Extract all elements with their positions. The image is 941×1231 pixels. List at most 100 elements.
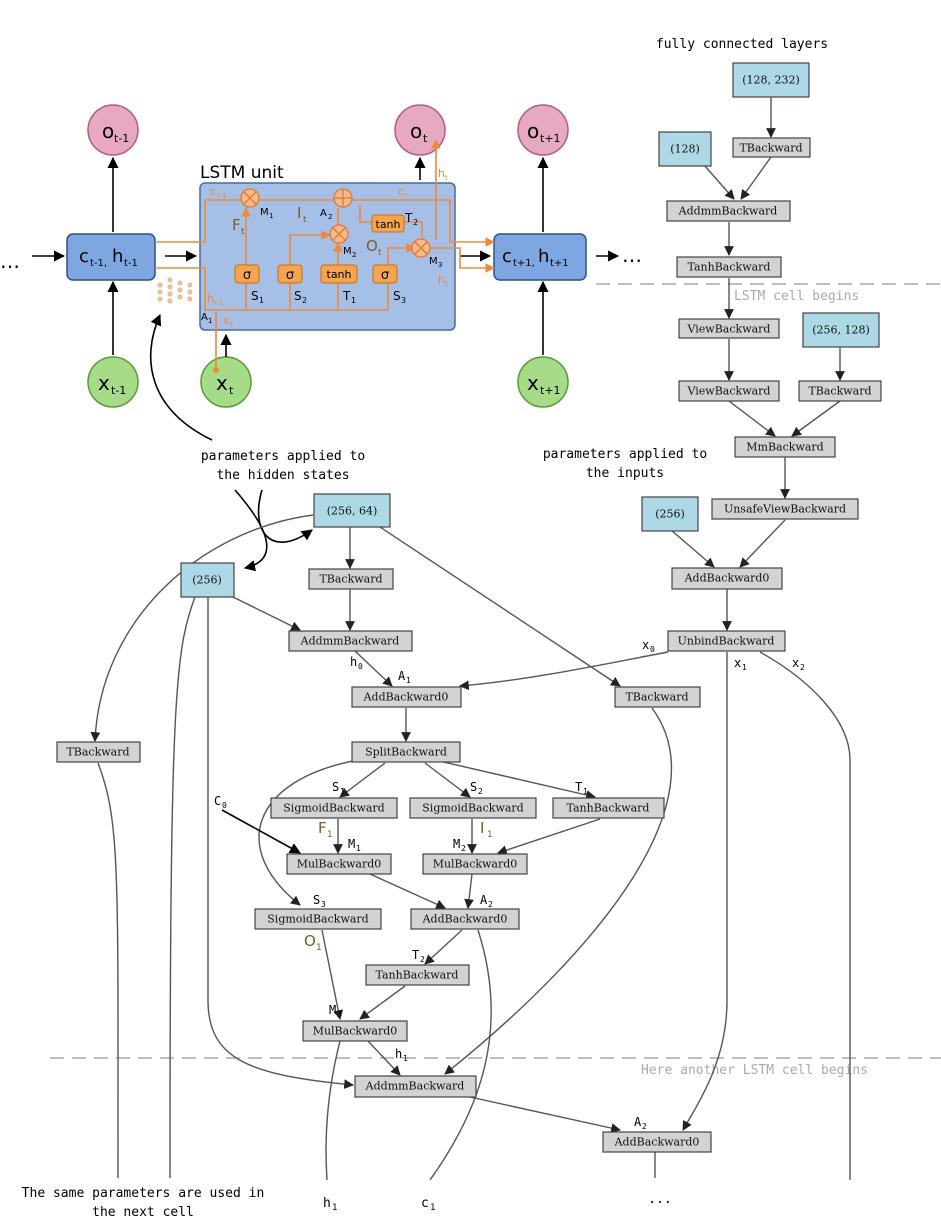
node-param-256-128: (256, 128) bbox=[802, 312, 880, 348]
node-addmm-next-label: AddmmBackward bbox=[365, 1080, 465, 1093]
svg-text:3: 3 bbox=[438, 261, 442, 269]
caption-bottom-c1: c 1 bbox=[421, 1196, 435, 1213]
svg-text:A: A bbox=[201, 312, 208, 323]
svg-text:1: 1 bbox=[269, 212, 273, 220]
node-mul-m1-label: MulBackward0 bbox=[297, 858, 382, 871]
input-next-circle: x t+1 bbox=[517, 356, 569, 408]
node-addmm-next: AddmmBackward bbox=[354, 1075, 477, 1098]
output-prev-sub: t-1 bbox=[114, 132, 129, 145]
svg-text:F: F bbox=[232, 216, 241, 234]
svg-text:F: F bbox=[318, 819, 327, 837]
node-mul-m3: MulBackward0 bbox=[302, 1020, 408, 1042]
node-param-256-64-label: (256, 64) bbox=[327, 505, 378, 518]
svg-text:1: 1 bbox=[487, 830, 493, 840]
arrow-params-to-256-64 bbox=[257, 489, 313, 543]
bottom-h1-label: h bbox=[323, 1196, 331, 1211]
node-sig-s2-label: SigmoidBackward bbox=[422, 802, 523, 815]
svg-text:1: 1 bbox=[316, 943, 322, 953]
node-addbackward-in: AddBackward0 bbox=[671, 567, 783, 590]
node-mm: MmBackward bbox=[734, 436, 836, 458]
node-mul-m3-label: MulBackward0 bbox=[313, 1025, 398, 1038]
output-prev-circle: o t-1 bbox=[87, 104, 139, 156]
svg-text:1: 1 bbox=[340, 787, 345, 796]
svg-text:2: 2 bbox=[642, 1122, 647, 1131]
gate-s3-label: σ bbox=[381, 268, 389, 283]
node-unsafeview: UnsafeViewBackward bbox=[711, 498, 859, 520]
node-mul-m2: MulBackward0 bbox=[422, 853, 528, 875]
node-tbackward-h: TBackward bbox=[308, 568, 394, 590]
node-add-a2: AddBackward0 bbox=[410, 908, 520, 930]
svg-text:2: 2 bbox=[488, 900, 493, 909]
svg-text:I: I bbox=[480, 819, 484, 837]
svg-text:1: 1 bbox=[332, 1203, 337, 1213]
svg-text:2: 2 bbox=[302, 296, 307, 305]
caption-same-params-1: The same parameters are used in bbox=[22, 1186, 265, 1201]
node-add-next: AddBackward0 bbox=[602, 1131, 712, 1153]
svg-text:0: 0 bbox=[650, 645, 655, 654]
node-view2: ViewBackward bbox=[678, 380, 780, 402]
svg-text:t: t bbox=[241, 227, 245, 237]
svg-text:M: M bbox=[453, 837, 460, 851]
m3-node bbox=[411, 238, 431, 258]
node-tbackward-left-label: TBackward bbox=[66, 746, 129, 759]
node-addmm-h: AddmmBackward bbox=[288, 630, 413, 652]
node-view1: ViewBackward bbox=[678, 318, 780, 339]
hidden-state-line bbox=[155, 267, 389, 311]
tanh2-to-m3 bbox=[402, 221, 423, 238]
cell-next-h: h bbox=[538, 246, 549, 267]
node-param-128-232-label: (128, 232) bbox=[742, 74, 800, 87]
node-sig-s2: SigmoidBackward bbox=[409, 797, 537, 819]
svg-text:c: c bbox=[398, 185, 404, 198]
input-prev-circle: x t-1 bbox=[87, 356, 139, 408]
svg-text:S: S bbox=[313, 893, 320, 907]
node-tbackward-right-label: TBackward bbox=[625, 691, 688, 704]
gate-s2: σ bbox=[277, 264, 303, 284]
svg-text:S: S bbox=[251, 289, 259, 303]
node-tanh-t1: TanhBackward bbox=[552, 797, 665, 819]
cell-prev-h: h bbox=[112, 246, 123, 267]
cell-state-line bbox=[155, 199, 495, 247]
cell-prev-c-sub: t-1, bbox=[90, 258, 107, 269]
node-addmm-h-label: AddmmBackward bbox=[300, 635, 400, 648]
node-param-128: (128) bbox=[658, 131, 712, 167]
node-tanh-t2: TanhBackward bbox=[365, 964, 470, 986]
svg-text:M: M bbox=[343, 246, 352, 257]
input-prev-label: x bbox=[98, 371, 110, 395]
node-unsafeview-label: UnsafeViewBackward bbox=[724, 503, 846, 516]
node-tanh-t1-label: TanhBackward bbox=[567, 802, 650, 815]
gate-t1: tanh bbox=[320, 264, 358, 284]
caption-bottom-h1: h 1 bbox=[323, 1196, 337, 1213]
svg-text:1: 1 bbox=[208, 317, 212, 325]
svg-text:A: A bbox=[480, 893, 488, 907]
node-sig-s1: SigmoidBackward bbox=[270, 797, 398, 819]
svg-text:T: T bbox=[575, 780, 582, 794]
svg-text:1: 1 bbox=[742, 663, 747, 672]
gate-s1-label: σ bbox=[243, 268, 251, 283]
svg-text:2: 2 bbox=[461, 844, 466, 853]
node-tbackward-fc-label: TBackward bbox=[739, 142, 802, 155]
svg-text:T: T bbox=[412, 948, 419, 962]
svg-text:A: A bbox=[634, 1115, 642, 1129]
neural-net-icon bbox=[157, 277, 193, 304]
node-param-256-64: (256, 64) bbox=[313, 493, 391, 528]
svg-text:M: M bbox=[429, 256, 438, 267]
svg-text:T: T bbox=[404, 211, 413, 225]
svg-text:c: c bbox=[210, 185, 216, 198]
svg-text:O: O bbox=[304, 932, 316, 950]
svg-text:3: 3 bbox=[337, 1010, 342, 1019]
svg-text:I: I bbox=[297, 204, 301, 222]
gate-t1-label: tanh bbox=[327, 268, 352, 281]
gate-t2-label: tanh bbox=[376, 218, 401, 231]
svg-text:S: S bbox=[393, 289, 401, 303]
m1-node bbox=[240, 188, 260, 208]
a2-node bbox=[333, 188, 353, 208]
svg-text:1: 1 bbox=[327, 830, 333, 840]
node-unbind: UnbindBackward bbox=[667, 630, 786, 652]
svg-text:x: x bbox=[642, 638, 649, 652]
input-t-label: x bbox=[216, 371, 228, 395]
svg-text:t: t bbox=[303, 215, 307, 225]
arrow-params-hidden-to-nn bbox=[149, 313, 213, 441]
cell-next-c-sub: t+1, bbox=[513, 258, 535, 269]
svg-text:C: C bbox=[214, 794, 221, 808]
